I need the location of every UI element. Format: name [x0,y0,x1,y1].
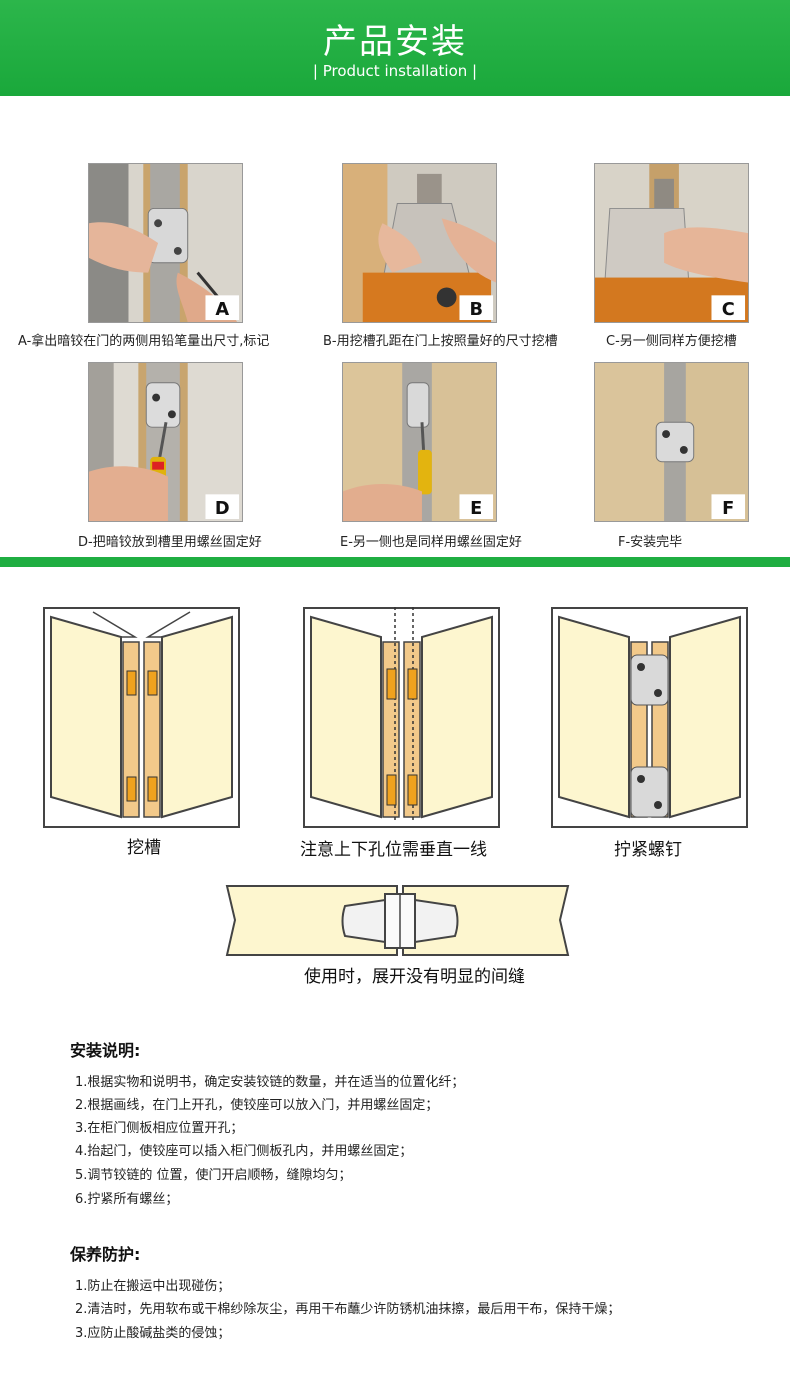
step-letter-f: F [722,499,734,519]
step-caption-b: B-用挖槽孔距在门上按照量好的尺寸挖槽 [323,334,558,349]
care-title: 保养防护: [70,1245,141,1264]
step-caption-e: E-另一侧也是同样用螺丝固定好 [340,535,522,550]
care-item: 1.防止在搬运中出现碰伤； [75,1279,231,1294]
install-item: 6.拧紧所有螺丝； [75,1192,179,1207]
step-caption-f: F-安装完毕 [618,535,683,550]
step-letter-c: C [722,300,735,320]
step-photo-a: A [88,163,243,323]
step-photo-e: E [342,362,497,522]
diagram-gap [225,884,570,957]
care-item: 2.清洁时，先用软布或干棉纱除灰尘，再用干布蘸少许防锈机油抹擦，最后用干布，保持… [75,1302,621,1317]
diagram-gap-caption: 使用时，展开没有明显的间缝 [304,967,525,987]
install-item: 4.抬起门，使铰座可以插入柜门侧板孔内，并用螺丝固定； [75,1144,413,1159]
page-title: 产品安装 [323,22,467,62]
install-item: 5.调节铰链的 位置，使门开启顺畅，缝隙均匀； [75,1168,352,1183]
step-letter-a: A [215,300,229,320]
step-letter-b: B [469,300,483,320]
install-item: 3.在柜门侧板相应位置开孔； [75,1121,244,1136]
diagram-slot-caption: 挖槽 [127,838,161,858]
step-letter-d: D [215,499,230,519]
diagram-align [303,607,500,828]
step-caption-a: A-拿出暗铰在门的两侧用铅笔量出尺寸,标记 [18,334,270,349]
step-caption-c: C-另一侧同样方便挖槽 [606,334,737,349]
diagram-slot [43,607,240,828]
header-banner: 产品安装 | Product installation | [0,0,790,96]
step-photo-d: D [88,362,243,522]
section-divider [0,557,790,567]
install-title: 安装说明: [70,1041,141,1060]
diagram-align-caption: 注意上下孔位需垂直一线 [300,840,487,860]
page-subtitle: | Product installation | [312,62,478,80]
install-item: 1.根据实物和说明书，确定安装铰链的数量，并在适当的位置化纤； [75,1075,465,1090]
care-item: 3.应防止酸碱盐类的侵蚀； [75,1326,231,1341]
diagram-tighten-caption: 拧紧螺钉 [614,840,682,860]
diagram-tighten [551,607,748,828]
step-photo-c: C [594,163,749,323]
step-photo-f: F [594,362,749,522]
step-letter-e: E [470,499,482,519]
step-photo-b: B [342,163,497,323]
step-caption-d: D-把暗铰放到槽里用螺丝固定好 [78,535,262,550]
install-item: 2.根据画线，在门上开孔，使铰座可以放入门，并用螺丝固定； [75,1098,439,1113]
